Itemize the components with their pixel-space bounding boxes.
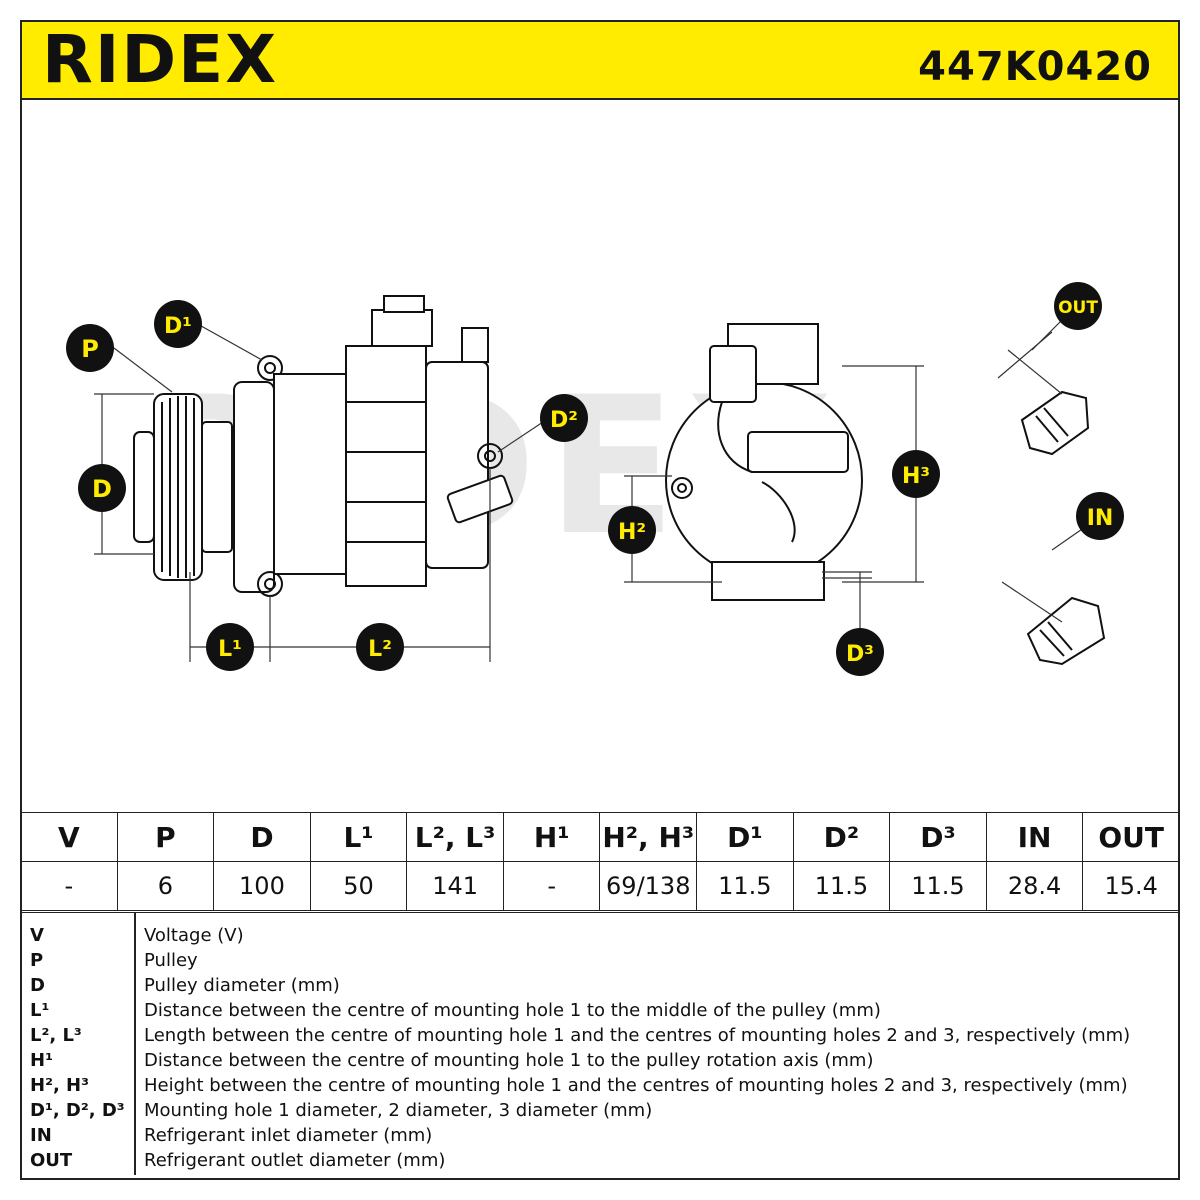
callout-h3: H³ [892, 450, 940, 498]
specs-header-cell: L¹ [309, 812, 408, 862]
compressor-side-view [133, 295, 514, 597]
legend-desc: Refrigerant inlet diameter (mm) [144, 1125, 433, 1146]
legend-key: L¹ [30, 1000, 50, 1021]
callout-d1: D¹ [154, 300, 202, 348]
legend-key: IN [30, 1125, 52, 1146]
callout-l2: L² [356, 623, 404, 671]
legend-desc: Length between the centre of mounting ho… [144, 1025, 1131, 1046]
legend-key: OUT [30, 1150, 73, 1171]
svg-text:D²: D² [550, 408, 578, 433]
legend-row: P Pulley [20, 948, 1180, 973]
specs-value-cell: 15.4 [1082, 861, 1180, 911]
specs-value-cell: 69/138 [599, 861, 698, 911]
legend-row: D Pulley diameter (mm) [20, 973, 1180, 998]
specs-value-cell: 11.5 [696, 861, 794, 911]
legend: V Voltage (V) P Pulley D Pulley diameter… [20, 912, 1180, 1178]
legend-row: L², L³ Length between the centre of moun… [20, 1023, 1180, 1048]
svg-text:D³: D³ [846, 642, 874, 667]
compressor-front-view [665, 323, 863, 601]
svg-text:L²: L² [368, 637, 392, 662]
legend-key: D¹, D², D³ [30, 1100, 125, 1121]
specs-header-cell: IN [985, 812, 1084, 862]
legend-key: P [30, 950, 44, 971]
specs-value-cell: 28.4 [985, 861, 1084, 911]
legend-desc: Pulley diameter (mm) [144, 975, 340, 996]
fitting-dimension-lines [997, 307, 1099, 623]
legend-desc: Distance between the centre of mounting … [144, 1000, 881, 1021]
specs-header-cell: D³ [889, 812, 987, 862]
callout-d2: D² [540, 394, 588, 442]
specs-value-cell: 141 [406, 861, 504, 911]
specs-value-cell: - [20, 861, 118, 911]
specs-value-cell: 50 [309, 861, 408, 911]
callout-l1: L¹ [206, 623, 254, 671]
specs-header-cell: OUT [1082, 812, 1180, 862]
legend-key: H¹ [30, 1050, 53, 1071]
svg-text:D¹: D¹ [164, 314, 192, 339]
inlet-fitting [1026, 596, 1106, 666]
svg-text:D: D [92, 475, 112, 503]
callout-p: P [66, 324, 114, 372]
specs-value-cell: 100 [213, 861, 311, 911]
legend-desc: Voltage (V) [144, 925, 244, 946]
callout-in: IN [1076, 492, 1124, 540]
specs-header-cell: H², H³ [599, 812, 698, 862]
svg-text:OUT: OUT [1058, 298, 1098, 318]
callout-d: D [78, 464, 126, 512]
legend-divider [134, 913, 136, 1175]
specs-header-cell: L², L³ [406, 812, 504, 862]
legend-row: H², H³ Height between the centre of moun… [20, 1073, 1180, 1098]
svg-text:L¹: L¹ [218, 637, 242, 662]
legend-key: H², H³ [30, 1075, 90, 1096]
legend-desc: Distance between the centre of mounting … [144, 1050, 874, 1071]
legend-desc: Pulley [144, 950, 198, 971]
specs-header-cell: P [116, 812, 215, 862]
technical-drawing: RIDEX [66, 282, 1124, 676]
specs-value-cell: - [502, 861, 601, 911]
legend-row: D¹, D², D³ Mounting hole 1 diameter, 2 d… [20, 1098, 1180, 1123]
specs-header-cell: V [20, 812, 118, 862]
legend-key: V [30, 925, 44, 946]
legend-row: V Voltage (V) [20, 923, 1180, 948]
legend-row: L¹ Distance between the centre of mounti… [20, 998, 1180, 1023]
specs-value-row: - 6 100 50 141 - 69/138 11.5 11.5 11.5 2… [20, 861, 1180, 911]
legend-key: D [30, 975, 45, 996]
header-bar: RIDEX 447K0420 [20, 20, 1180, 100]
specs-header-row: V P D L¹ L², L³ H¹ H², H³ D¹ D² D³ IN OU… [20, 812, 1180, 862]
legend-row: OUT Refrigerant outlet diameter (mm) [20, 1148, 1180, 1173]
outlet-fitting [1020, 390, 1090, 456]
part-number: 447K0420 [918, 44, 1152, 90]
legend-row: IN Refrigerant inlet diameter (mm) [20, 1123, 1180, 1148]
specs-header-cell: D² [792, 812, 891, 862]
svg-text:H²: H² [618, 520, 646, 545]
legend-desc: Refrigerant outlet diameter (mm) [144, 1150, 446, 1171]
specs-value-cell: 11.5 [889, 861, 987, 911]
svg-text:IN: IN [1087, 506, 1114, 531]
svg-text:P: P [81, 335, 99, 363]
legend-row: H¹ Distance between the centre of mounti… [20, 1048, 1180, 1073]
specs-header-cell: D [213, 812, 311, 862]
callout-d3: D³ [836, 628, 884, 676]
legend-desc: Height between the centre of mounting ho… [144, 1075, 1128, 1096]
specs-header-cell: H¹ [502, 812, 601, 862]
specs-value-cell: 11.5 [792, 861, 891, 911]
specs-table: V P D L¹ L², L³ H¹ H², H³ D¹ D² D³ IN OU… [20, 812, 1180, 911]
specs-value-cell: 6 [116, 861, 215, 911]
svg-text:H³: H³ [902, 464, 930, 489]
legend-key: L², L³ [30, 1025, 82, 1046]
brand-logo: RIDEX [42, 21, 279, 98]
legend-desc: Mounting hole 1 diameter, 2 diameter, 3 … [144, 1100, 653, 1121]
callout-out: OUT [1054, 282, 1102, 330]
specs-header-cell: D¹ [696, 812, 794, 862]
callout-h2: H² [608, 506, 656, 554]
